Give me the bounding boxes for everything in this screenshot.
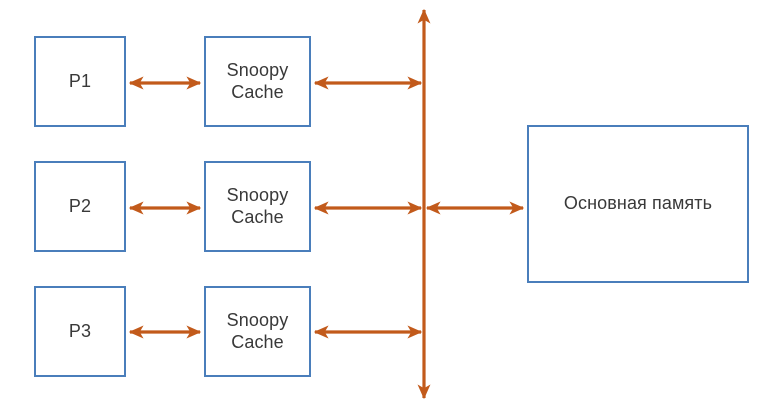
processor-box-p3[interactable]: P3 bbox=[34, 286, 126, 377]
main-memory-label: Основная память bbox=[563, 193, 713, 214]
cache-label-1: Snoopy Cache bbox=[226, 59, 289, 102]
cache-label-2: Snoopy Cache bbox=[226, 184, 289, 227]
cache-label-3: Snoopy Cache bbox=[226, 309, 289, 352]
processor-label-p2: P2 bbox=[68, 195, 92, 216]
processor-label-p3: P3 bbox=[68, 320, 92, 341]
processor-box-p2[interactable]: P2 bbox=[34, 161, 126, 252]
main-memory-box[interactable]: Основная память bbox=[527, 125, 749, 283]
processor-box-p1[interactable]: P1 bbox=[34, 36, 126, 127]
processor-label-p1: P1 bbox=[68, 70, 92, 91]
cache-box-2[interactable]: Snoopy Cache bbox=[204, 161, 311, 252]
cache-box-3[interactable]: Snoopy Cache bbox=[204, 286, 311, 377]
cache-box-1[interactable]: Snoopy Cache bbox=[204, 36, 311, 127]
